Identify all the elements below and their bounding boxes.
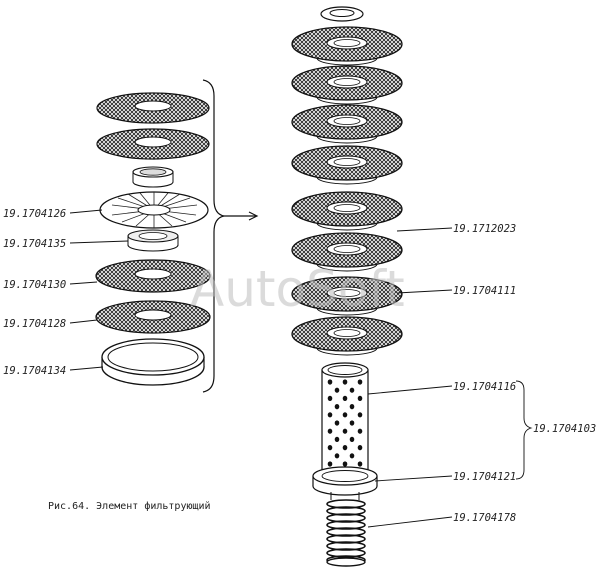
label-19-1704121: 19.1704121	[453, 471, 516, 483]
label-19-1704130: 19.1704130	[3, 279, 66, 291]
bushing-19-1704135	[127, 229, 179, 252]
bushing-upper	[132, 166, 174, 188]
flange-19-1704121	[312, 466, 378, 500]
label-19-1704126: 19.1704126	[3, 208, 66, 220]
ring-19-1704134	[101, 338, 205, 386]
label-19-1704116: 19.1704116	[453, 381, 516, 393]
label-19-1704135: 19.1704135	[3, 238, 66, 250]
part-labels: 19.1704126 19.1704135 19.1704130 19.1704…	[3, 208, 596, 524]
figure-caption: Рис.64. Элемент фильтрующий	[48, 500, 211, 512]
stack-disc	[291, 145, 403, 185]
right-assembled-stack	[291, 6, 403, 567]
label-19-1704103: 19.1704103	[533, 423, 596, 435]
left-exploded-parts	[95, 92, 211, 386]
mesh-disc-top-1	[96, 92, 210, 124]
stack-disc	[291, 191, 403, 231]
stack-disc	[291, 232, 403, 272]
label-19-1704111: 19.1704111	[453, 285, 516, 297]
mesh-disc-19-1704130	[95, 259, 211, 293]
stack-disc	[291, 316, 403, 356]
label-19-1704178: 19.1704178	[453, 512, 516, 524]
stack-disc	[291, 65, 403, 105]
grouping-brace-arrow	[202, 79, 259, 393]
ribbed-plate-19-1704126	[99, 191, 209, 229]
spring-19-1704178	[326, 499, 366, 567]
perforated-tube-19-1704116	[321, 362, 369, 479]
label-19-1704134: 19.1704134	[3, 365, 66, 377]
label-19-1704128: 19.1704128	[3, 318, 66, 330]
stack-disc	[291, 104, 403, 144]
stack-disc	[291, 276, 403, 316]
watermark-text: AutoSoft	[190, 260, 405, 318]
top-washer	[320, 6, 364, 22]
stack-discs	[291, 26, 403, 356]
leader-lines	[69, 209, 533, 528]
stack-disc	[291, 26, 403, 66]
label-19-1712023: 19.1712023	[453, 223, 516, 235]
mesh-disc-top-2	[96, 128, 210, 160]
mesh-disc-19-1704128	[95, 300, 211, 334]
